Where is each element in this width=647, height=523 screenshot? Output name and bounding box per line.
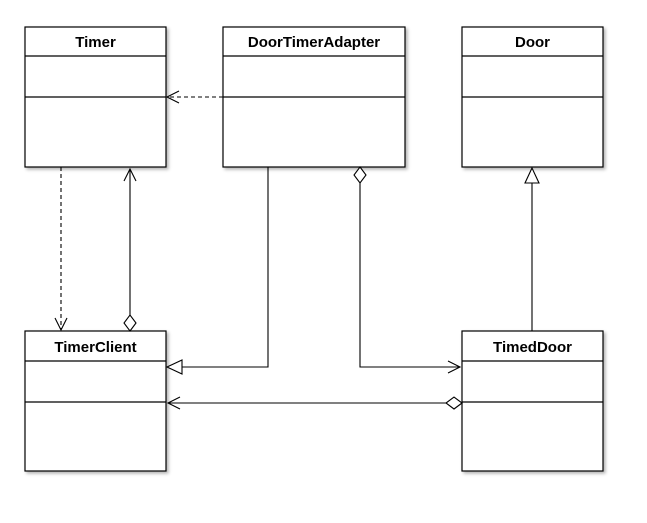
open-arrow-head — [166, 396, 181, 410]
aggregation-diamond — [445, 396, 463, 410]
relation-adapter-generalizes-timer-client[interactable] — [165, 167, 269, 375]
class-name-timer: Timer — [75, 34, 116, 51]
class-name-door-timer-adapter: DoorTimerAdapter — [248, 34, 380, 51]
relation-timer-client-aggregates-timer[interactable] — [123, 167, 137, 332]
aggregation-diamond — [353, 166, 367, 184]
open-arrow-head — [54, 317, 68, 332]
relation-adapter-depends-on-timer[interactable] — [165, 90, 223, 104]
open-arrow-head — [447, 360, 462, 374]
relation-timer-depends-on-timer-client[interactable] — [54, 167, 68, 332]
class-timed-door[interactable]: TimedDoor — [461, 330, 604, 472]
class-timer-client[interactable]: TimerClient — [24, 330, 167, 472]
class-door-timer-adapter[interactable]: DoorTimerAdapter — [222, 26, 406, 168]
class-name-timed-door: TimedDoor — [493, 339, 572, 356]
class-name-timer-client: TimerClient — [54, 339, 136, 356]
class-door[interactable]: Door — [461, 26, 604, 168]
open-arrow-head — [165, 90, 180, 104]
aggregation-diamond — [123, 314, 137, 332]
relation-timed-door-generalizes-door[interactable] — [524, 166, 540, 331]
generalization-triangle — [165, 359, 183, 375]
class-name-door: Door — [515, 34, 550, 51]
relation-adapter-aggregates-timed-door[interactable] — [353, 166, 462, 374]
open-arrow-head — [123, 167, 137, 182]
generalization-triangle — [524, 166, 540, 184]
relation-timed-door-aggregates-timer-client[interactable] — [166, 396, 463, 410]
class-timer[interactable]: Timer — [24, 26, 167, 168]
